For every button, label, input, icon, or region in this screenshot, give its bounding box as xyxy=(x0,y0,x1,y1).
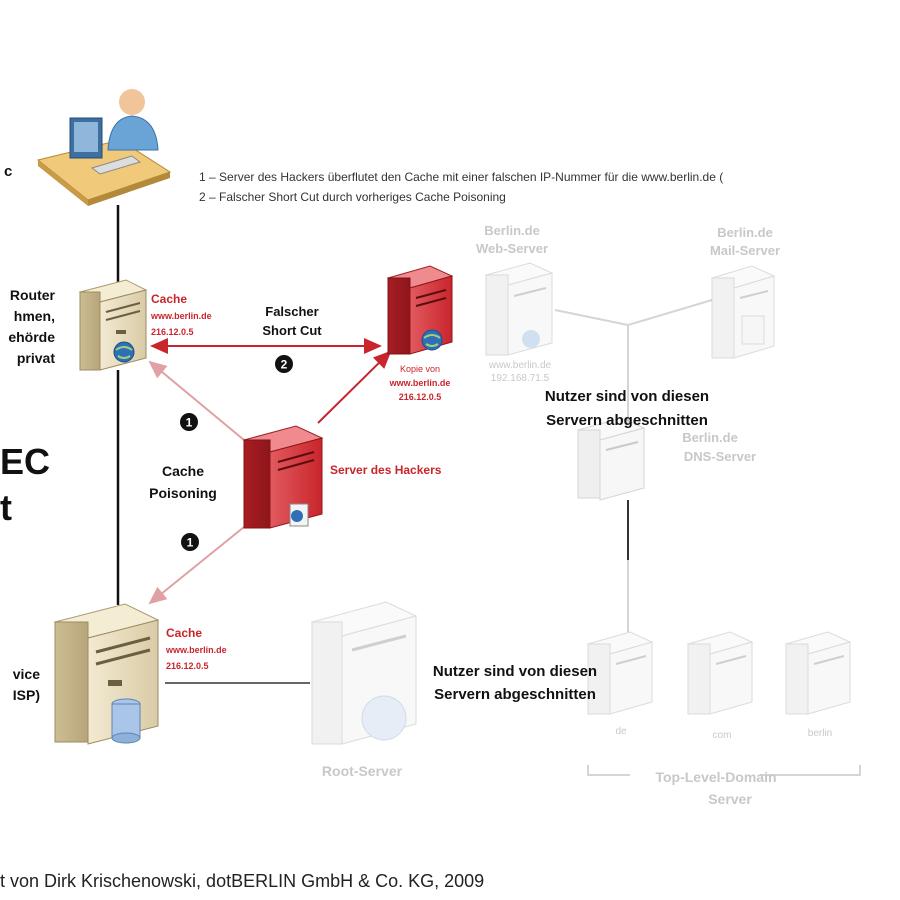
mail-dns-link xyxy=(627,299,713,326)
isp-cache-title: Cache xyxy=(166,626,202,640)
router-label-line4: privat xyxy=(17,350,55,366)
badge-1-top-text: 1 xyxy=(186,416,193,430)
mail-server-label-line2: Mail-Server xyxy=(710,243,780,258)
tld-de-server-icon xyxy=(586,631,654,715)
web-server-ip: 192.168.71.5 xyxy=(491,373,550,384)
dns-server-icon xyxy=(576,417,646,501)
router-cache-ip: 216.12.0.5 xyxy=(151,327,194,337)
dns-server-label-line1: Berlin.de xyxy=(682,430,738,445)
tld-com-label: com xyxy=(713,730,732,741)
badge-1-bottom-text: 1 xyxy=(187,536,194,550)
hacker-copy-line1: Kopie von xyxy=(400,364,440,374)
router-label-line1: Router xyxy=(10,287,56,303)
hacker-server-icon xyxy=(242,425,324,529)
hacker-copy-line3: 216.12.0.5 xyxy=(399,392,442,402)
web-server-icon xyxy=(484,262,554,356)
router-cache-domain: www.berlin.de xyxy=(150,311,212,321)
user-workstation-icon xyxy=(36,89,172,206)
user-label-fragment: c xyxy=(4,163,12,180)
hacker-copy-arrow xyxy=(317,350,392,424)
mail-server-icon xyxy=(710,265,776,359)
hacker-copy-line2: www.berlin.de xyxy=(389,378,451,388)
poison-isp-arrow xyxy=(148,526,245,605)
isp-label-line2: ISP) xyxy=(13,687,40,703)
tld-label-line2: Server xyxy=(708,791,752,807)
tld-com-server-icon xyxy=(686,631,754,715)
dns-server-label-line2: DNS-Server xyxy=(684,449,756,464)
router-label-line3: ehörde xyxy=(8,329,55,345)
badge-2-text: 2 xyxy=(281,358,288,372)
poison-router-arrow xyxy=(148,360,245,441)
legend-item-2: 2 – Falscher Short Cut durch vorheriges … xyxy=(199,190,506,204)
root-server-icon xyxy=(310,601,418,745)
cut-off-upper-line2: Servern abgeschnitten xyxy=(546,412,708,429)
web-dns-link xyxy=(554,309,629,326)
router-label-line2: hmen, xyxy=(14,308,55,324)
root-server-label: Root-Server xyxy=(322,763,403,779)
cut-off-lower-line1: Nutzer sind von diesen xyxy=(433,663,597,680)
poisoning-label-line2: Poisoning xyxy=(149,485,217,501)
cut-off-lower-line2: Servern abgeschnitten xyxy=(434,686,596,703)
web-server-label-line2: Web-Server xyxy=(476,241,548,256)
isp-server-icon xyxy=(53,603,160,745)
isp-label-line1: vice xyxy=(13,666,40,682)
mail-server-label-line1: Berlin.de xyxy=(717,225,773,240)
badge-2: 2 xyxy=(275,355,293,373)
arrows xyxy=(148,338,392,605)
tld-label-line1: Top-Level-Domain xyxy=(655,769,776,785)
cut-off-upper-line1: Nutzer sind von diesen xyxy=(545,388,709,405)
tld-berlin-label: berlin xyxy=(808,728,832,739)
big-label-line2: t xyxy=(0,487,12,528)
web-server-label-line1: Berlin.de xyxy=(484,223,540,238)
hacker-server-label: Server des Hackers xyxy=(330,463,442,477)
poisoning-label-line1: Cache xyxy=(162,463,204,479)
badge-1-bottom: 1 xyxy=(181,533,199,551)
legend-item-1: 1 – Server des Hackers überflutet den Ca… xyxy=(199,170,723,184)
short-cut-label-line2: Short Cut xyxy=(262,323,322,338)
router-server-icon xyxy=(78,279,148,371)
tld-de-label: de xyxy=(615,726,627,737)
tld-berlin-server-icon xyxy=(784,631,852,715)
credit-line: t von Dirk Krischenowski, dotBERLIN GmbH… xyxy=(0,871,484,891)
web-server-domain: www.berlin.de xyxy=(488,360,552,371)
big-label-line1: EC xyxy=(0,441,50,482)
hacker-copy-server-icon xyxy=(386,265,454,355)
isp-cache-domain: www.berlin.de xyxy=(165,645,227,655)
badge-1-top: 1 xyxy=(180,413,198,431)
short-cut-label-line1: Falscher xyxy=(265,304,318,319)
isp-cache-ip: 216.12.0.5 xyxy=(166,661,209,671)
connection-lines xyxy=(116,205,861,776)
router-cache-title: Cache xyxy=(151,292,187,306)
tld-bracket xyxy=(587,765,861,776)
